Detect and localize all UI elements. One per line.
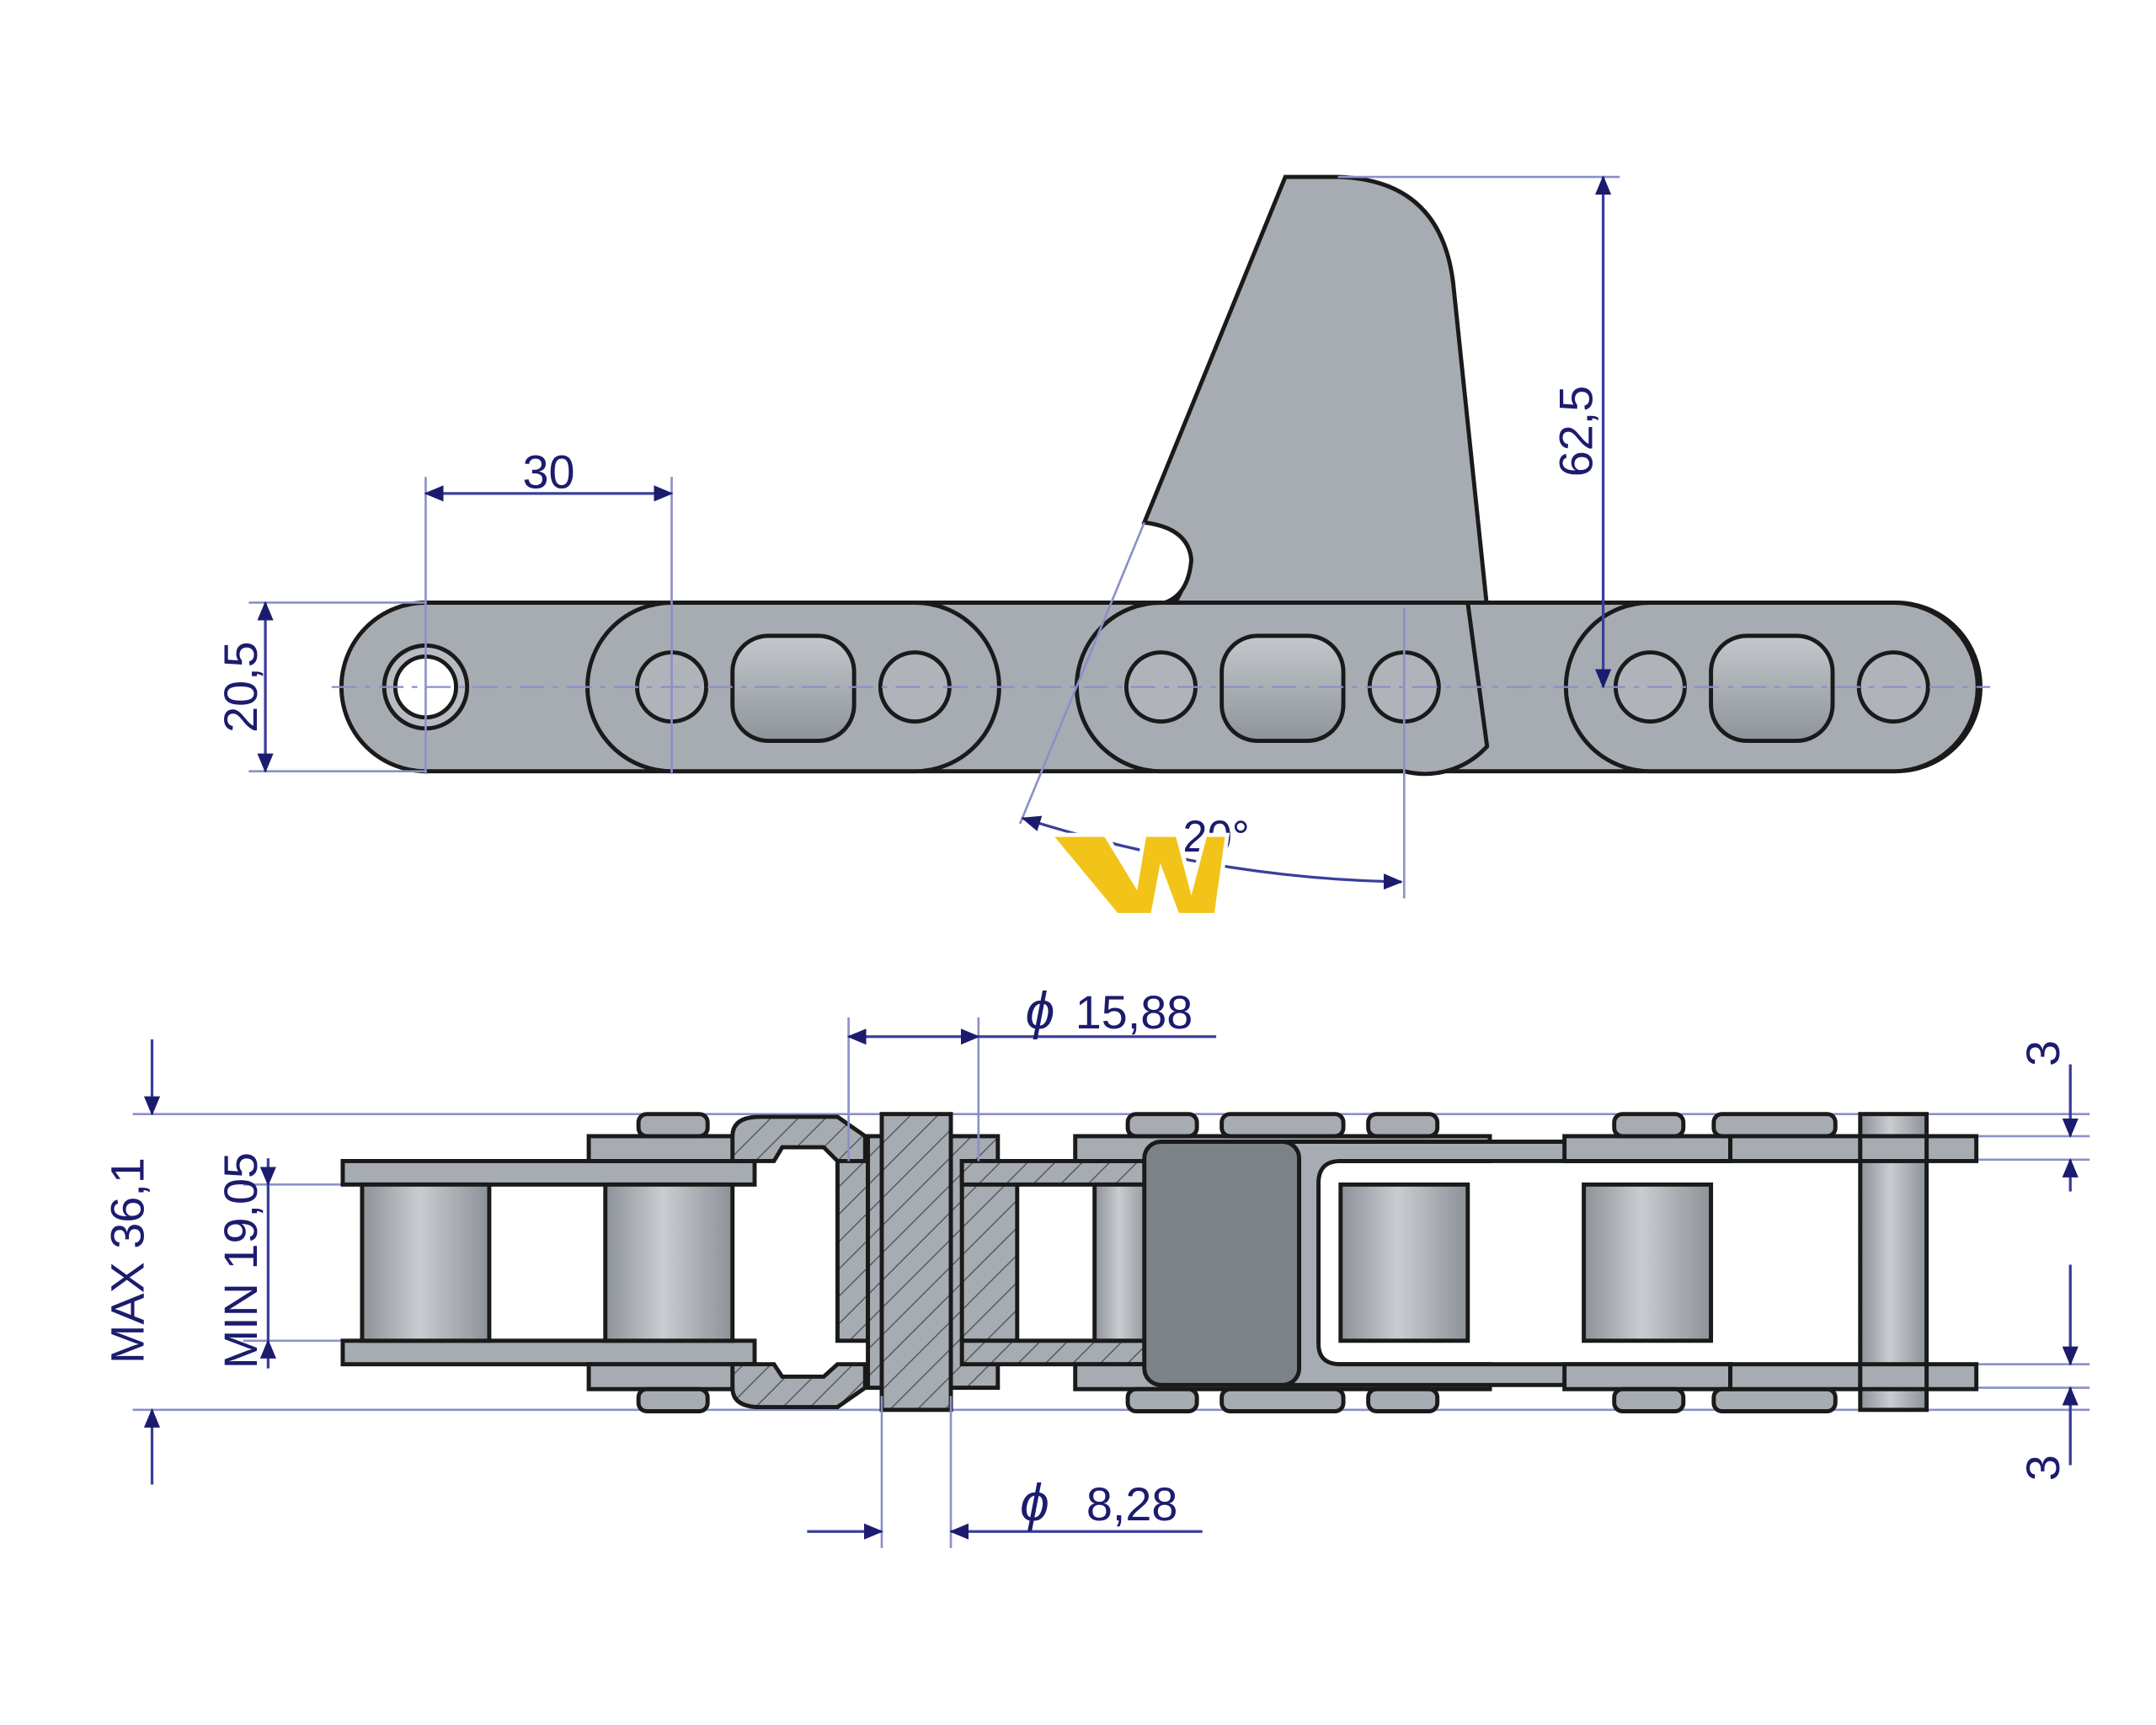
w-logo-icon: [1045, 832, 1230, 917]
attachment-block: [1142, 1140, 1302, 1387]
roller-2: [603, 1182, 735, 1343]
section-plate-bottom-right: [959, 1338, 1158, 1367]
pin-head-top-c: [1366, 1112, 1440, 1139]
section-inner-plate: [835, 1159, 871, 1343]
dim-attachment-height: 62,5: [1549, 386, 1602, 478]
pin-head-bottom-d: [1612, 1386, 1686, 1413]
inner-plate-top-1: [340, 1159, 757, 1187]
roller-3: [1092, 1182, 1152, 1343]
dim-plate-thickness-top: 3: [2016, 1040, 2069, 1066]
roller-5: [1582, 1182, 1714, 1343]
dim-pin-diameter-symbol: ϕ: [1020, 1474, 1049, 1532]
inner-plate-bottom-1: [340, 1338, 757, 1367]
slot-1: [730, 633, 857, 744]
dim-roller-diameter-symbol: ϕ: [1026, 982, 1055, 1040]
outer-plate-bottom-e: [1728, 1362, 1979, 1391]
roller-4: [1338, 1182, 1470, 1343]
roller-1: [360, 1182, 492, 1343]
pin-head-bottom-a: [636, 1386, 710, 1413]
slot-top-edge: [1711, 1112, 1838, 1139]
pin-head-bottom-c: [1366, 1386, 1440, 1413]
slot-2: [1219, 633, 1346, 744]
end-pin-plate-bottom: [1858, 1362, 1929, 1391]
dim-link-height: 20,5: [214, 641, 267, 733]
end-pin: [1858, 1112, 1929, 1413]
pin-head-top-d: [1612, 1112, 1686, 1139]
attachment-bottom-edge: [1219, 1386, 1346, 1413]
end-pin-plate-top: [1858, 1134, 1929, 1163]
section-inner-plate-right: [959, 1159, 1020, 1343]
attachment-fin: [1141, 174, 1490, 611]
dim-min-width: MIN 19,05: [214, 1152, 267, 1369]
side-view: 30 20,5 62,5 20°: [214, 174, 1991, 917]
outer-plate-bottom-a: [586, 1362, 757, 1391]
outer-plate-bottom-d: [1562, 1362, 1733, 1391]
top-view: ϕ 15,88 ϕ 8,28 MAX 36,1 MIN 19,05 3 3: [101, 982, 2090, 1548]
slot-bottom-edge: [1711, 1386, 1838, 1413]
dim-roller-diameter: 15,88: [1075, 985, 1193, 1039]
outer-plate-top-a: [586, 1134, 757, 1163]
dim-max-width: MAX 36,1: [101, 1157, 154, 1364]
section-pin: [879, 1112, 953, 1413]
pin-head-top-a: [636, 1112, 710, 1139]
section-outer-plate-top: [730, 1114, 867, 1163]
pin-head-bottom-b: [1125, 1386, 1199, 1413]
attachment-top-edge: [1219, 1112, 1346, 1139]
pin-head-top-b: [1125, 1112, 1199, 1139]
section-outer-plate-bottom: [730, 1362, 867, 1410]
outer-plate-top-e: [1728, 1134, 1979, 1163]
dim-pin-diameter: 8,28: [1086, 1477, 1178, 1530]
section-plate-top-right: [959, 1159, 1158, 1187]
dim-pitch: 30: [522, 445, 574, 498]
outer-plate-top-d: [1562, 1134, 1733, 1163]
dim-plate-thickness-bottom: 3: [2016, 1455, 2069, 1481]
slot-3: [1709, 633, 1835, 744]
